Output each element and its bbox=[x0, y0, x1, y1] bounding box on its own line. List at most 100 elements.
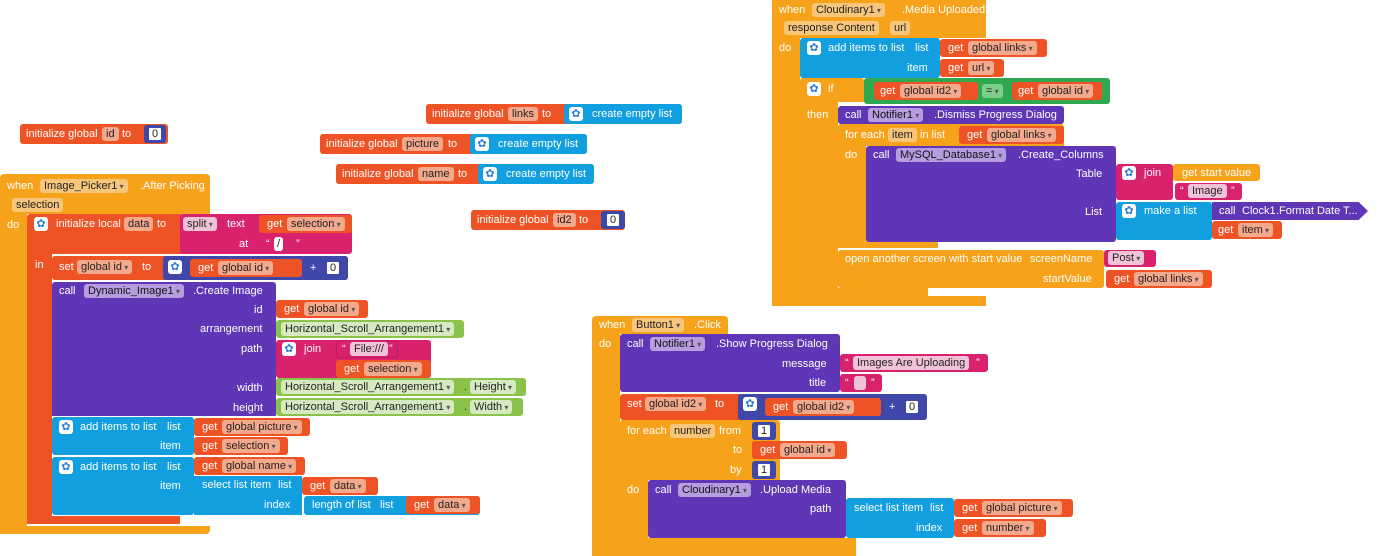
height-property-block[interactable]: Horizontal_Scroll_Arrangement1 . Width bbox=[276, 398, 523, 416]
add-math-block[interactable]: ✿ get global id2 + 0 bbox=[738, 394, 927, 420]
number-value[interactable]: 0 bbox=[148, 127, 162, 141]
get-item-dropdown[interactable]: item bbox=[1238, 223, 1274, 237]
height-component-dropdown[interactable]: Horizontal_Scroll_Arrangement1 bbox=[281, 400, 455, 414]
get-id-dropdown[interactable]: global id bbox=[304, 302, 360, 316]
add-items-name-block[interactable]: ✿ add items to list list item bbox=[52, 457, 194, 515]
format-date-call-block[interactable]: call Clock1 .Format Date T... bbox=[1212, 202, 1368, 220]
upload-media-call-block[interactable]: call Cloudinary1 .Upload Media path bbox=[648, 480, 846, 538]
event-param-response[interactable]: response Content bbox=[784, 21, 879, 35]
get-global-picture-dropdown[interactable]: global picture bbox=[222, 420, 302, 434]
get-global-id-dropdown[interactable]: global id bbox=[218, 261, 274, 275]
text-literal-block[interactable]: “ File:/// ” bbox=[336, 340, 398, 358]
text-literal-block[interactable]: “ Image ” bbox=[1175, 183, 1242, 200]
get-selection-dropdown[interactable]: selection bbox=[287, 217, 345, 231]
message-text-value[interactable]: Images Are Uploading bbox=[853, 356, 970, 370]
gear-icon[interactable]: ✿ bbox=[1122, 166, 1136, 180]
get-block[interactable]: get selection bbox=[194, 437, 288, 455]
var-name-id2[interactable]: id2 bbox=[553, 213, 576, 227]
get-block[interactable]: get global id bbox=[276, 300, 368, 318]
init-global-picture-block[interactable]: initialize global picture to ✿ create em… bbox=[320, 134, 587, 154]
set-global-id-block[interactable]: set global id to ✿ get global id + 0 bbox=[52, 256, 348, 280]
number-block[interactable]: 0 bbox=[601, 211, 625, 229]
get-block[interactable]: get data bbox=[302, 477, 378, 495]
for-range-var[interactable]: number bbox=[670, 424, 716, 438]
get-number-dropdown[interactable]: number bbox=[982, 521, 1034, 535]
set-var-dropdown[interactable]: global id bbox=[77, 260, 133, 274]
get-block[interactable]: get global links bbox=[940, 39, 1047, 57]
split-dropdown[interactable]: split bbox=[183, 217, 217, 231]
get-global-name-dropdown[interactable]: global name bbox=[222, 459, 297, 473]
for-each-var[interactable]: item bbox=[888, 128, 917, 142]
get-block[interactable]: get global links bbox=[959, 126, 1064, 144]
text-literal-block[interactable]: “ Images Are Uploading ” bbox=[840, 354, 988, 372]
gear-icon[interactable]: ✿ bbox=[168, 260, 182, 274]
get-block[interactable]: get item bbox=[1212, 221, 1282, 239]
number-block[interactable]: 1 bbox=[752, 422, 776, 440]
initialize-local-block[interactable]: ✿ initialize local data to bbox=[27, 214, 183, 254]
create-empty-list-block[interactable]: ✿ create empty list bbox=[564, 104, 682, 124]
notifier-dropdown[interactable]: Notifier1 bbox=[868, 108, 924, 122]
image-text-value[interactable]: Image bbox=[1188, 184, 1227, 198]
height-property-dropdown[interactable]: Width bbox=[470, 400, 513, 414]
get-block[interactable]: get global id bbox=[752, 441, 847, 459]
gear-icon[interactable]: ✿ bbox=[743, 397, 757, 411]
from-value[interactable]: 1 bbox=[757, 424, 771, 438]
gear-icon[interactable]: ✿ bbox=[569, 107, 583, 121]
get-selection-dropdown[interactable]: selection bbox=[222, 439, 280, 453]
add-math-block[interactable]: ✿ get global id + 0 bbox=[163, 256, 348, 280]
get-data-dropdown[interactable]: data bbox=[434, 498, 470, 512]
length-of-list-block[interactable]: length of list list get data bbox=[304, 496, 480, 515]
gear-icon[interactable]: ✿ bbox=[475, 137, 489, 151]
compare-block[interactable]: get global id2 = get global id bbox=[864, 78, 1110, 104]
get-global-links-dropdown[interactable]: global links bbox=[1134, 272, 1203, 286]
plus-operator[interactable]: + bbox=[310, 262, 317, 274]
init-global-links-block[interactable]: initialize global links to ✿ create empt… bbox=[426, 104, 682, 124]
get-block[interactable]: get url bbox=[940, 59, 1004, 77]
init-global-name-block[interactable]: initialize global name to ✿ create empty… bbox=[336, 164, 594, 184]
gear-icon[interactable]: ✿ bbox=[59, 460, 73, 474]
local-var-data[interactable]: data bbox=[124, 217, 154, 231]
text-literal-block[interactable]: “ ” bbox=[840, 374, 882, 392]
get-url-dropdown[interactable]: url bbox=[968, 61, 995, 75]
width-property-block[interactable]: Horizontal_Scroll_Arrangement1 . Height bbox=[276, 378, 526, 396]
cloud-event-header[interactable]: when Cloudinary1 .Media Uploaded respons… bbox=[772, 0, 986, 38]
gear-icon[interactable]: ✿ bbox=[34, 217, 48, 231]
set-global-id2-block[interactable]: set global id2 to ✿ get global id2 + 0 bbox=[620, 394, 927, 420]
button-event-header[interactable]: when Button1 .Click bbox=[592, 316, 728, 334]
make-a-list-block[interactable]: ✿ make a list bbox=[1116, 202, 1212, 240]
eq-operator-dropdown[interactable]: = bbox=[982, 84, 1003, 98]
arrangement-dropdown[interactable]: Horizontal_Scroll_Arrangement1 bbox=[281, 322, 455, 336]
number-value[interactable]: 0 bbox=[905, 400, 919, 414]
split-block[interactable]: split text get selection at “ / ” bbox=[180, 214, 352, 254]
path-text-value[interactable]: File:/// bbox=[350, 342, 388, 356]
component-dropdown[interactable]: Button1 bbox=[632, 318, 685, 332]
for-each-header[interactable]: for each item in list get global links bbox=[838, 124, 1064, 146]
dynamic-image-dropdown[interactable]: Dynamic_Image1 bbox=[84, 284, 184, 298]
get-block[interactable]: get global links bbox=[1106, 270, 1212, 288]
component-dropdown[interactable]: Image_Picker1 bbox=[40, 179, 128, 193]
get-block[interactable]: get global id2 bbox=[765, 398, 881, 416]
get-start-value-block[interactable]: get start value bbox=[1173, 164, 1260, 181]
var-name-name[interactable]: name bbox=[418, 167, 454, 181]
get-block[interactable]: get global picture bbox=[194, 418, 310, 436]
get-block[interactable]: get global picture bbox=[954, 499, 1073, 517]
var-name-picture[interactable]: picture bbox=[402, 137, 444, 151]
get-global-id2-dropdown[interactable]: global id2 bbox=[793, 400, 855, 414]
gear-icon[interactable]: ✿ bbox=[282, 342, 296, 356]
select-list-item-block[interactable]: select list item list index bbox=[194, 476, 302, 515]
get-global-links-dropdown[interactable]: global links bbox=[968, 41, 1037, 55]
get-selection-dropdown[interactable]: selection bbox=[364, 362, 422, 376]
join-block[interactable]: ✿ join bbox=[1116, 164, 1173, 200]
get-block[interactable]: get global id bbox=[1012, 82, 1102, 100]
width-component-dropdown[interactable]: Horizontal_Scroll_Arrangement1 bbox=[281, 380, 455, 394]
create-columns-call-block[interactable]: call MySQL_Database1 .Create_Columns Tab… bbox=[866, 146, 1116, 242]
select-list-item-block[interactable]: select list item list index bbox=[846, 498, 954, 538]
width-property-dropdown[interactable]: Height bbox=[470, 380, 517, 394]
get-global-id-dropdown[interactable]: global id bbox=[780, 443, 836, 457]
event-param-selection[interactable]: selection bbox=[12, 198, 64, 212]
open-screen-block[interactable]: open another screen with start value scr… bbox=[838, 250, 1104, 288]
dismiss-dialog-call-block[interactable]: call Notifier1 .Dismiss Progress Dialog bbox=[838, 106, 1064, 124]
screen-name-dropdown[interactable]: Post bbox=[1108, 251, 1145, 265]
get-global-id-dropdown[interactable]: global id bbox=[1038, 84, 1094, 98]
picker-event-header[interactable]: when Image_Picker1 .After Picking select… bbox=[0, 174, 210, 214]
